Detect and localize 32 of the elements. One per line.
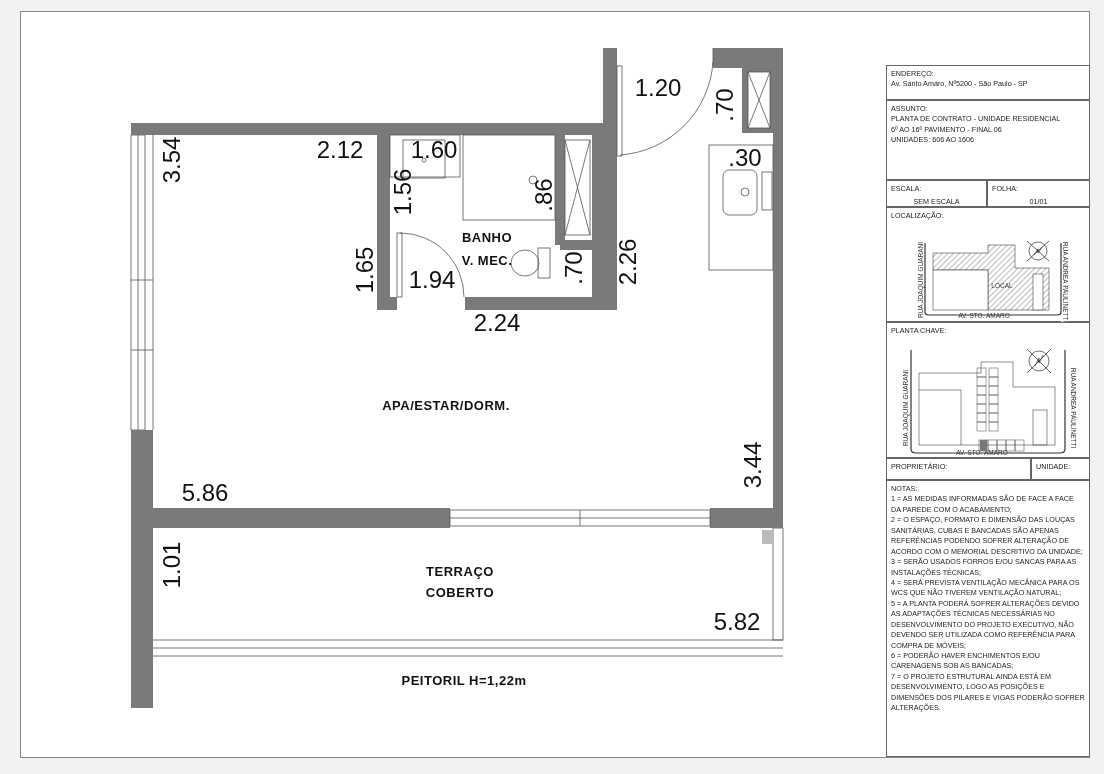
dimension-label: 3.54 (160, 136, 184, 184)
room-label: V. MEC. (461, 253, 513, 267)
dimension-label: .70 (562, 251, 586, 285)
dimension-label: .30 (728, 146, 762, 170)
title-block-cell (987, 180, 1090, 207)
dimension-label: 2.24 (473, 311, 521, 335)
title-block-cell (1031, 458, 1090, 480)
room-label: TERRAÇO (426, 564, 494, 578)
room-label: BANHO (461, 230, 513, 244)
dimension-label: .86 (532, 178, 556, 212)
title-block-cell (886, 65, 1090, 100)
dimension-label: 1.94 (408, 268, 456, 292)
dimension-label: .70 (713, 88, 737, 122)
title-block-cell (886, 480, 1090, 757)
dimension-label: 1.01 (160, 541, 184, 589)
room-label: APA/ESTAR/DORM. (382, 398, 510, 412)
room-label: PEITORIL H=1,22m (401, 673, 527, 687)
dimension-label: 1.60 (410, 138, 458, 162)
dimension-label: 1.20 (634, 76, 682, 100)
title-block-cell (886, 458, 1031, 480)
dimension-label: 2.12 (316, 138, 364, 162)
dimension-label: 1.65 (353, 246, 377, 294)
title-block-cell (886, 322, 1090, 458)
dimension-label: 3.44 (741, 441, 765, 489)
dimension-label: 5.82 (713, 610, 761, 634)
dimension-label: 2.26 (616, 238, 640, 286)
room-label: COBERTO (425, 585, 495, 599)
dimension-label: 5.86 (181, 481, 229, 505)
title-block-cell (886, 100, 1090, 180)
title-block-cell (886, 180, 987, 207)
title-block-cell (886, 207, 1090, 322)
dimension-label: 1.56 (391, 168, 415, 216)
